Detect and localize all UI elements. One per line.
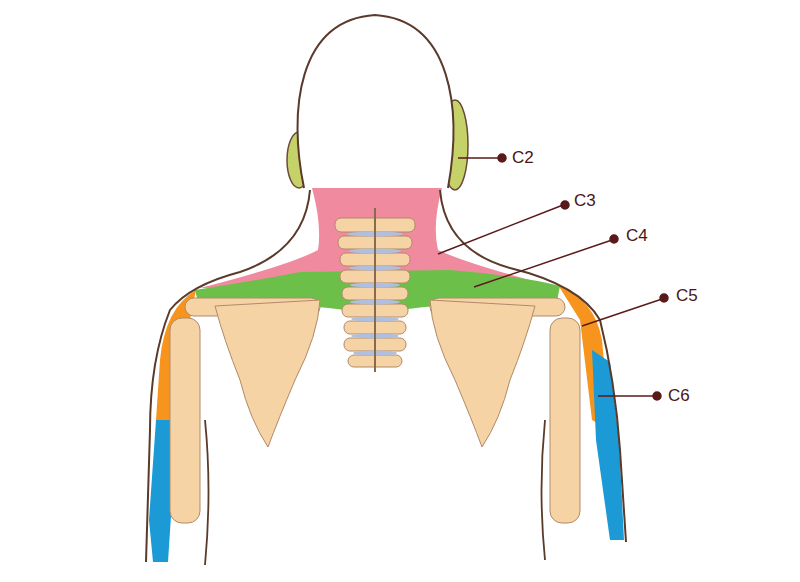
leader-line	[458, 157, 500, 159]
leaders	[438, 154, 668, 400]
leader-line	[598, 395, 655, 397]
head-outline	[298, 15, 454, 188]
callout-label: C4	[626, 227, 648, 246]
leader-line	[438, 205, 563, 254]
torso-outline	[542, 420, 546, 560]
scapula	[430, 300, 535, 447]
leader-dot	[498, 154, 506, 162]
c3-region	[200, 188, 560, 288]
torso-outline	[205, 420, 209, 565]
callout-label: C6	[668, 387, 690, 406]
leader-dot	[610, 235, 618, 243]
humerus	[550, 318, 580, 523]
callout-label: C2	[512, 149, 534, 168]
spinal-cord	[374, 208, 376, 372]
leader-dot	[660, 294, 668, 302]
leader-dot	[561, 201, 569, 209]
leader-line	[582, 299, 662, 326]
leader-line	[474, 240, 612, 287]
humerus	[170, 318, 200, 523]
callout-label: C5	[676, 287, 698, 306]
leader-dot	[653, 392, 661, 400]
scapula	[215, 300, 320, 447]
callout-label: C3	[574, 192, 596, 211]
